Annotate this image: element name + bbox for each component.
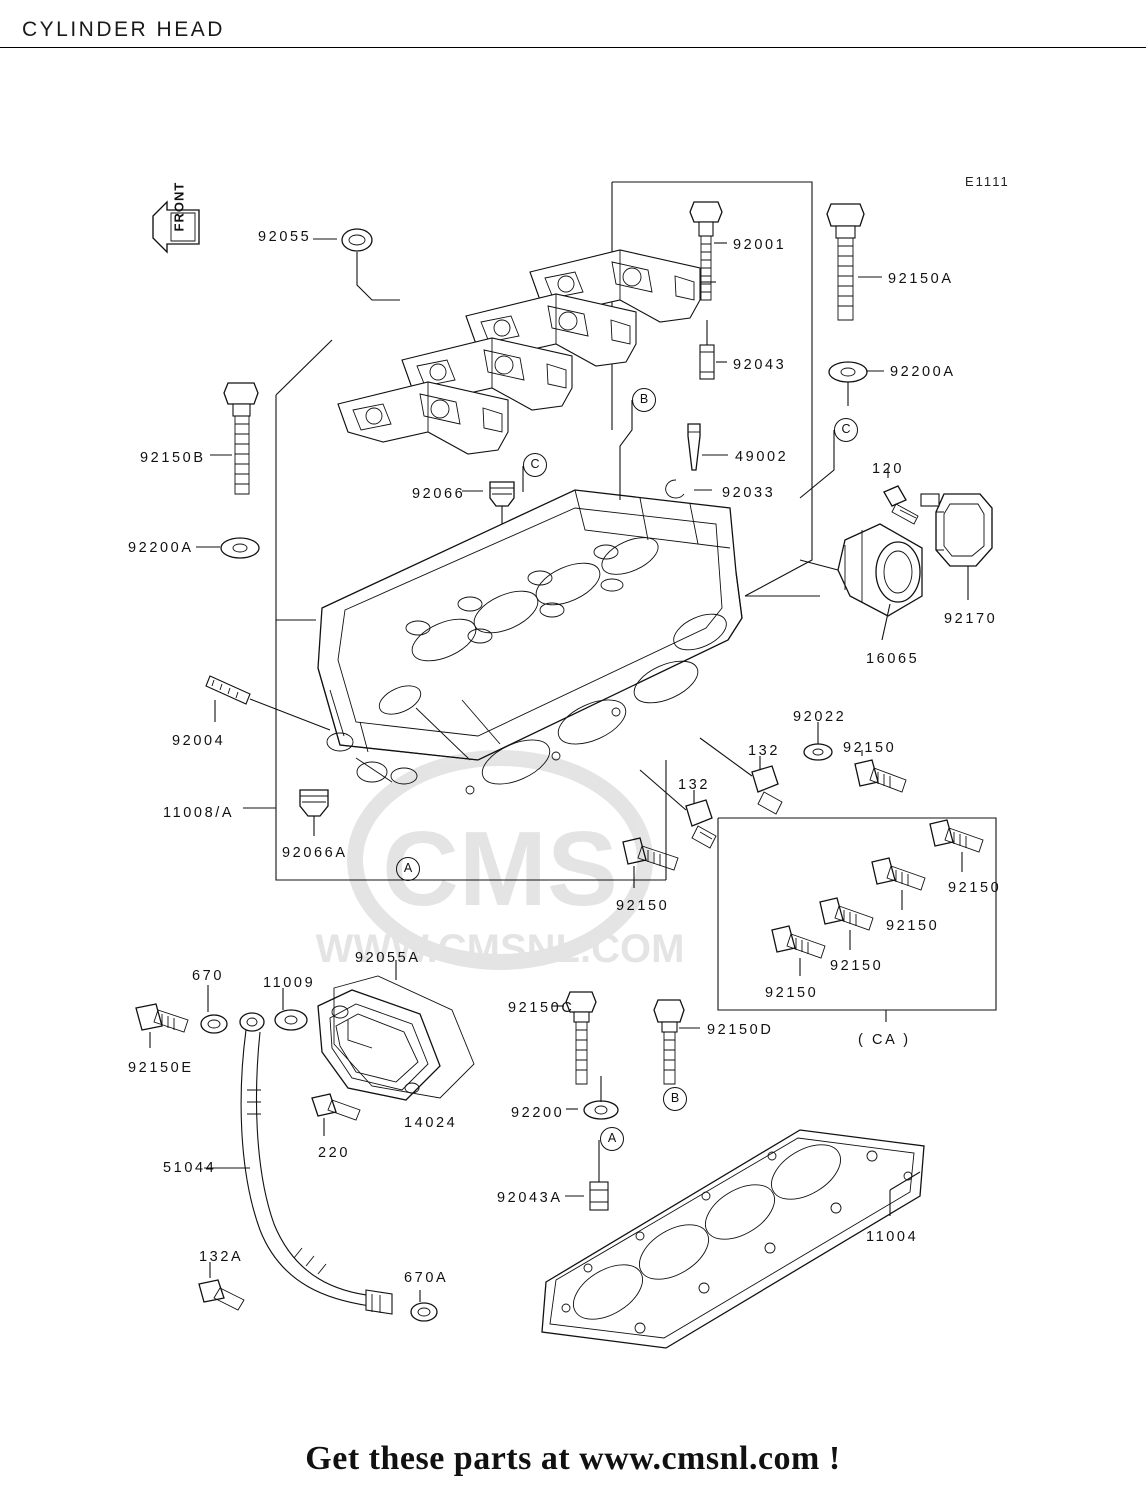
ref-circle-c-right: C xyxy=(834,418,858,442)
callout-92150-ca4: 92150 xyxy=(765,985,819,1001)
bolt-92001 xyxy=(689,201,723,301)
callout-92055A: 92055A xyxy=(355,950,421,966)
front-arrow-icon xyxy=(152,200,200,254)
plug-92066 xyxy=(489,481,515,507)
bolt-132-b xyxy=(751,765,783,815)
callout-92170: 92170 xyxy=(944,611,998,627)
washer-92022 xyxy=(803,743,833,761)
bolt-92150-b xyxy=(622,837,679,871)
front-label: FRONT xyxy=(171,181,187,232)
callout-220: 220 xyxy=(318,1145,350,1161)
callout-92150-ca2: 92150 xyxy=(886,918,940,934)
callout-51044: 51044 xyxy=(163,1160,217,1176)
callout-92150C: 92150C xyxy=(508,1000,575,1016)
callout-92043A: 92043A xyxy=(497,1190,563,1206)
ref-circle-b-top: B xyxy=(632,388,656,412)
ref-circle-a-bottom: A xyxy=(600,1127,624,1151)
callout-92200: 92200 xyxy=(511,1105,565,1121)
callout-92150-center: 92150 xyxy=(616,898,670,914)
plug-92066A xyxy=(299,789,329,817)
washer-92200A-left xyxy=(220,537,260,559)
callout-92150D: 92150D xyxy=(707,1022,774,1038)
snap-ring-92033 xyxy=(665,479,685,499)
ref-circle-b-bottom: B xyxy=(663,1087,687,1111)
callout-92200A-left: 92200A xyxy=(128,540,194,556)
callout-92150-ca3: 92150 xyxy=(830,958,884,974)
stud-92004 xyxy=(205,675,251,705)
callout-92200A-right: 92200A xyxy=(890,364,956,380)
callout-92001: 92001 xyxy=(733,237,787,253)
ref-circle-c-left: C xyxy=(523,453,547,477)
callout-92150B: 92150B xyxy=(140,450,206,466)
page-title: CYLINDER HEAD xyxy=(22,18,225,41)
bolt-132A xyxy=(198,1279,245,1311)
callout-92055: 92055 xyxy=(258,229,312,245)
oring-670 xyxy=(200,1014,228,1034)
bolt-92150-ca-1 xyxy=(929,819,984,853)
valve-guide-49002 xyxy=(687,423,701,471)
callout-92150A: 92150A xyxy=(888,271,954,287)
callout-132-left: 132 xyxy=(678,777,710,793)
callout-92150E: 92150E xyxy=(128,1060,194,1076)
callout-670: 670 xyxy=(192,968,224,984)
callout-670A: 670A xyxy=(404,1270,449,1286)
bolt-92150B xyxy=(223,382,259,495)
callout-49002: 49002 xyxy=(735,449,789,465)
front-direction-marker: FRONT xyxy=(145,182,207,258)
watermark: CMS WWW.CMSNL.COM xyxy=(316,750,684,971)
callout-11009: 11009 xyxy=(263,975,316,991)
bolt-92150-ca-4 xyxy=(771,925,826,959)
callout-92022: 92022 xyxy=(793,709,847,725)
callout-132-right: 132 xyxy=(748,743,780,759)
callout-92004: 92004 xyxy=(172,733,226,749)
callout-92066A: 92066A xyxy=(282,845,348,861)
oil-pipe-51044 xyxy=(239,1012,393,1315)
oring-670A xyxy=(410,1302,438,1322)
washer-92200A-right xyxy=(828,361,868,383)
dowel-92043 xyxy=(699,344,715,380)
bolt-92150-a xyxy=(854,759,907,793)
bolt-132-a xyxy=(685,799,717,849)
cylinder-head-body xyxy=(317,489,743,795)
washer-92200 xyxy=(583,1100,619,1120)
bolt-92150A xyxy=(826,203,865,321)
callout-120: 120 xyxy=(872,461,904,477)
callout-ca-note: ( CA ) xyxy=(858,1032,911,1048)
bolt-92150E xyxy=(135,1003,189,1033)
bolt-220 xyxy=(311,1093,361,1121)
figure-code: E1111 xyxy=(965,174,1010,189)
dowel-92043A xyxy=(589,1181,609,1211)
callout-92043: 92043 xyxy=(733,357,787,373)
callout-132A: 132A xyxy=(199,1249,244,1265)
callout-92150-right: 92150 xyxy=(843,740,897,756)
intake-holder-16065 xyxy=(837,523,923,617)
cover-14024 xyxy=(317,989,441,1101)
bolt-92150-ca-3 xyxy=(819,897,874,931)
callout-92033: 92033 xyxy=(722,485,776,501)
clamp-92170 xyxy=(920,493,993,567)
screw-120 xyxy=(883,485,919,525)
bolt-92150-ca-2 xyxy=(871,857,926,891)
footer-promo-text: Get these parts at www.cmsnl.com ! xyxy=(305,1440,841,1477)
callout-92150-ca1: 92150 xyxy=(948,880,1002,896)
callout-92066: 92066 xyxy=(412,486,466,502)
bolt-92150D xyxy=(653,999,685,1085)
header-divider xyxy=(0,47,1146,48)
callout-11004: 11004 xyxy=(866,1229,919,1245)
ref-circle-a-mid: A xyxy=(396,857,420,881)
washer-11009 xyxy=(274,1009,308,1031)
callout-11008A: 11008/A xyxy=(163,805,235,821)
callout-16065: 16065 xyxy=(866,651,920,667)
callout-14024: 14024 xyxy=(404,1115,458,1131)
